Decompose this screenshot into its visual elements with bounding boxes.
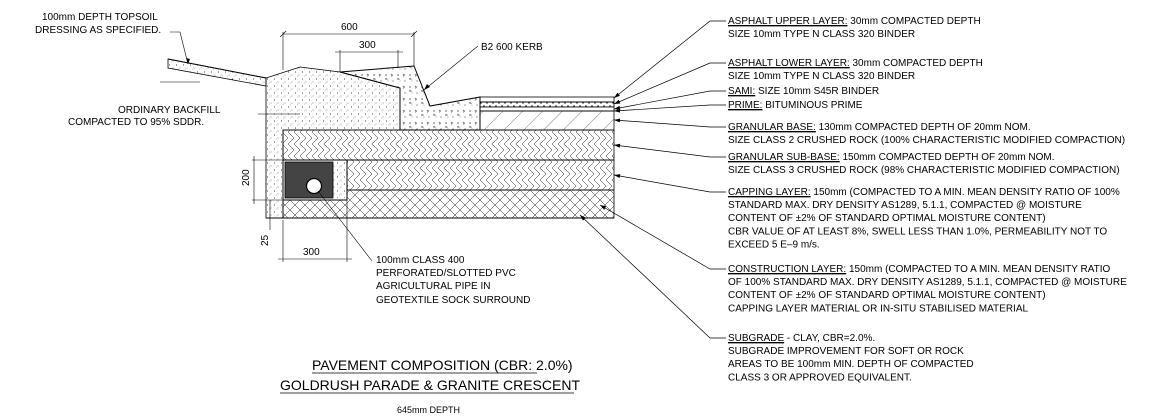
- dimensions: 600 300 200 25 300: [241, 22, 418, 262]
- construction-note-line: OF 100% STANDARD MAX. DRY DENSITY AS1289…: [728, 277, 1127, 288]
- granular-subbase-note-line: SIZE CLASS 3 CRUSHED ROCK (98% CHARACTER…: [728, 165, 1120, 176]
- dim-trench-depth: 200: [241, 169, 252, 186]
- pipe-note-line1: 100mm CLASS 400: [376, 255, 465, 266]
- asphalt-lower-note-heading: ASPHALT LOWER LAYER:: [728, 58, 850, 69]
- capping-note-heading: CAPPING LAYER:: [728, 187, 811, 198]
- construction-note-heading: CONSTRUCTION LAYER:: [728, 264, 846, 275]
- granular-base-leader-arrow: [614, 118, 621, 123]
- kerb-assembly: [160, 58, 481, 219]
- asphalt-lower-note-title: ASPHALT LOWER LAYER: 30mm COMPACTED DEPT…: [728, 58, 983, 69]
- b2-600-kerb: [339, 65, 481, 131]
- granular-base-note-heading-rest: 130mm COMPACTED DEPTH OF 20mm NOM.: [816, 122, 1031, 133]
- dim-pipe-bed: 25: [260, 234, 271, 246]
- prime-note-heading-rest: BITUMINOUS PRIME: [762, 100, 862, 111]
- asphalt-lower-layer: [479, 101, 615, 108]
- granular-base-note-line: SIZE CLASS 2 CRUSHED ROCK (100% CHARACTE…: [728, 135, 1125, 146]
- dim-kerb-width: 600: [341, 22, 358, 33]
- capping-note-title: CAPPING LAYER: 150mm (COMPACTED TO A MIN…: [728, 187, 1120, 198]
- pipe-note-line4: GEOTEXTILE SOCK SURROUND: [376, 295, 530, 306]
- capping-note-line: STANDARD MAX. DRY DENSITY AS1289, 5.1.1,…: [728, 200, 1082, 211]
- capping-leader-arrow: [614, 174, 621, 179]
- sami-prime-layer: [479, 106, 615, 112]
- granular-base-layer: [479, 110, 615, 131]
- dim-trench-width: 300: [303, 247, 320, 258]
- sami-leader-arrow: [614, 105, 621, 110]
- subgrade-note-line: AREAS TO BE 100mm MIN. DEPTH OF COMPACTE…: [728, 359, 974, 370]
- granular-subbase-layer: [282, 129, 615, 161]
- granular-subbase-note-heading: GRANULAR SUB-BASE:: [728, 152, 840, 163]
- sami-note-heading: SAMI:: [728, 86, 755, 97]
- title-line2: GOLDRUSH PARADE & GRANITE CRESCENT: [280, 377, 580, 393]
- construction-note-line: CONTENT OF ±2% OF STANDARD OPTIMAL MOIST…: [728, 290, 1046, 301]
- layer-leaders: [579, 20, 726, 339]
- capping-note-line: EXCEED 5 E–9 m/s.: [728, 239, 820, 250]
- asphalt-upper-note-heading: ASPHALT UPPER LAYER:: [728, 16, 848, 27]
- left-annotations: 100mm DEPTH TOPSOIL DRESSING AS SPECIFIE…: [35, 12, 543, 306]
- subgrade-leader: [579, 214, 726, 339]
- title-line1: PAVEMENT COMPOSITION (CBR: 2.0%): [312, 357, 573, 373]
- title-depth: 645mm DEPTH: [397, 405, 460, 415]
- asphalt-upper-leader-arrow: [614, 92, 620, 98]
- asphalt-lower-leader-arrow: [614, 99, 621, 104]
- layer-annotations: ASPHALT UPPER LAYER: 30mm COMPACTED DEPT…: [728, 16, 1127, 383]
- subgrade-note-heading: SUBGRADE: [728, 333, 784, 344]
- asphalt-upper-note-title: ASPHALT UPPER LAYER: 30mm COMPACTED DEPT…: [728, 16, 981, 27]
- ordinary-backfill: [265, 66, 401, 219]
- sami-note-title: SAMI: SIZE 10mm S45R BINDER: [728, 86, 879, 97]
- topsoil-note-line2: DRESSING AS SPECIFIED.: [35, 25, 161, 36]
- prime-note-heading: PRIME:: [728, 100, 762, 111]
- subgrade-note-title: SUBGRADE - CLAY, CBR=2.0%.: [728, 333, 875, 344]
- agricultural-pipe: [305, 177, 323, 195]
- capping-note-heading-rest: 150mm (COMPACTED TO A MIN. MEAN DENSITY …: [811, 187, 1120, 198]
- construction-leader: [599, 204, 726, 270]
- topsoil-note-line1: 100mm DEPTH TOPSOIL: [42, 12, 158, 23]
- granular-base-leader: [613, 119, 726, 128]
- prime-leader: [613, 104, 726, 112]
- title-block: PAVEMENT COMPOSITION (CBR: 2.0%) GOLDRUS…: [280, 357, 580, 415]
- subgrade-note-line: SUBGRADE IMPROVEMENT FOR SOFT OR ROCK: [728, 346, 964, 357]
- granular-subbase-leader: [613, 144, 726, 158]
- subgrade-leader-arrow: [580, 215, 586, 221]
- asphalt-upper-leader: [613, 20, 726, 99]
- capping-note-line: CBR VALUE OF AT LEAST 8%, SWELL LESS THA…: [728, 226, 1107, 237]
- pipe-note-line2: PERFORATED/SLOTTED PVC: [376, 268, 516, 279]
- asphalt-lower-leader: [613, 62, 726, 105]
- asphalt-lower-note-line: SIZE 10mm TYPE N CLASS 320 BINDER: [728, 71, 915, 82]
- granular-subbase-note-heading-rest: 150mm COMPACTED DEPTH OF 20mm NOM.: [840, 152, 1055, 163]
- granular-base-note-title: GRANULAR BASE: 130mm COMPACTED DEPTH OF …: [728, 122, 1031, 133]
- prime-note-title: PRIME: BITUMINOUS PRIME: [728, 100, 863, 111]
- subgrade-note-heading-rest: - CLAY, CBR=2.0%.: [784, 333, 875, 344]
- backfill-note-line1: ORDINARY BACKFILL: [118, 105, 221, 116]
- sami-note-heading-rest: SIZE 10mm S45R BINDER: [755, 86, 879, 97]
- pipe-note-line3: AGRICULTURAL PIPE IN: [376, 281, 490, 292]
- capping-leader: [613, 174, 726, 193]
- capping-note-line: CONTENT OF ±2% OF STANDARD OPTIMAL MOIST…: [728, 213, 1046, 224]
- construction-leader-arrow: [600, 205, 607, 210]
- granular-subbase-leader-arrow: [614, 143, 621, 148]
- granular-base-note-heading: GRANULAR BASE:: [728, 122, 816, 133]
- asphalt-upper-note-line: SIZE 10mm TYPE N CLASS 320 BINDER: [728, 29, 915, 40]
- subgrade-note-line: CLASS 3 OR APPROVED EQUIVALENT.: [728, 372, 912, 383]
- construction-note-heading-rest: 150mm (COMPACTED TO A MIN. MEAN DENSITY …: [846, 264, 1110, 275]
- asphalt-upper-note-heading-rest: 30mm COMPACTED DEPTH: [848, 16, 981, 27]
- dim-kerb-top: 300: [359, 40, 376, 51]
- kerb-note: B2 600 KERB: [481, 42, 543, 53]
- construction-note-line: CAPPING LAYER MATERIAL OR IN-SITU STABIL…: [728, 303, 1028, 314]
- granular-subbase-note-title: GRANULAR SUB-BASE: 150mm COMPACTED DEPTH…: [728, 152, 1055, 163]
- asphalt-upper-layer: [479, 96, 615, 103]
- prime-leader-arrow: [614, 108, 621, 113]
- sami-leader: [613, 90, 726, 110]
- backfill-note-line2: COMPACTED TO 95% SDDR.: [68, 117, 204, 128]
- asphalt-lower-note-heading-rest: 30mm COMPACTED DEPTH: [850, 58, 983, 69]
- construction-note-title: CONSTRUCTION LAYER: 150mm (COMPACTED TO …: [728, 264, 1111, 275]
